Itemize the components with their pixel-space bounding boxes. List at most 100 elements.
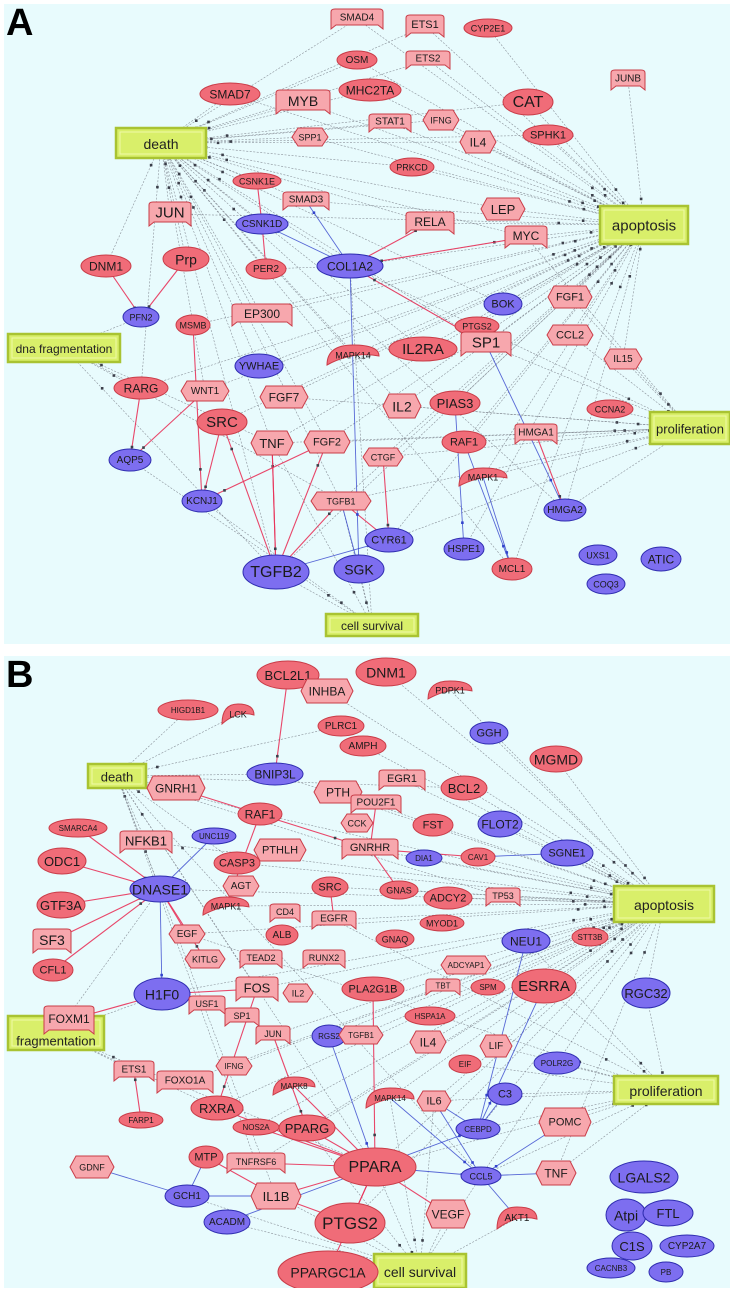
gene-node-dnm1[interactable]: DNM1 [355, 657, 417, 687]
gene-node-egf[interactable]: EGF [168, 924, 206, 944]
gene-node-mapk1[interactable]: MAPK1 [458, 467, 508, 487]
gene-node-cyp2a7[interactable]: CYP2A7 [659, 1234, 715, 1258]
gene-node-tp53[interactable]: TP53 [485, 887, 521, 908]
gene-node-tbt[interactable]: TBT [425, 978, 461, 997]
gene-node-fos[interactable]: FOS [235, 976, 279, 1003]
gene-node-kitlg[interactable]: KITLG [184, 949, 226, 969]
gene-node-bnip3l[interactable]: BNIP3L [246, 762, 304, 786]
gene-node-cfl1[interactable]: CFL1 [32, 958, 74, 982]
gene-node-mapk1[interactable]: MAPK1 [202, 896, 250, 916]
gene-node-sp1[interactable]: SP1 [460, 331, 512, 358]
gene-node-src[interactable]: SRC [311, 876, 349, 898]
gene-node-hmga2[interactable]: HMGA2 [543, 498, 587, 522]
gene-node-c3[interactable]: C3 [487, 1082, 523, 1106]
gene-node-junb[interactable]: JUNB [610, 69, 646, 92]
gene-node-adcy2[interactable]: ADCY2 [423, 886, 473, 910]
gene-node-ppara[interactable]: PPARA [333, 1147, 417, 1187]
gene-node-atpi[interactable]: Atpi [605, 1198, 647, 1232]
gene-node-pfn2[interactable]: PFN2 [122, 306, 160, 328]
process-node-apoptosis[interactable]: apoptosis [598, 204, 690, 246]
gene-node-foxo1a[interactable]: FOXO1A [156, 1070, 214, 1095]
gene-node-il6[interactable]: IL6 [416, 1090, 452, 1112]
gene-node-odc1[interactable]: ODC1 [37, 847, 87, 875]
gene-node-adcyap1[interactable]: ADCYAP1 [440, 955, 492, 975]
gene-node-prkcd[interactable]: PRKCD [389, 157, 435, 177]
gene-node-ptgs2[interactable]: PTGS2 [314, 1202, 386, 1244]
gene-node-plrc1[interactable]: PLRC1 [317, 715, 365, 737]
gene-node-ets1[interactable]: ETS1 [113, 1060, 155, 1083]
process-node-prolif[interactable]: proliferation [648, 410, 730, 446]
gene-node-cyr61[interactable]: CYR61 [364, 527, 414, 553]
gene-node-il4[interactable]: IL4 [409, 1030, 447, 1054]
gene-node-stat1[interactable]: STAT1 [368, 113, 412, 134]
gene-node-prp[interactable]: Prp [162, 246, 210, 272]
process-node-death[interactable]: death [86, 762, 148, 790]
gene-node-jun[interactable]: JUN [255, 1025, 291, 1046]
gene-node-ep300[interactable]: EP300 [231, 303, 293, 328]
gene-node-spm[interactable]: SPM [470, 978, 506, 996]
gene-node-sp1[interactable]: SP1 [224, 1007, 260, 1028]
gene-node-gnrh1[interactable]: GNRH1 [146, 775, 206, 801]
gene-node-polr2g[interactable]: POLR2G [533, 1051, 581, 1075]
gene-node-cacnb3[interactable]: CACNB3 [586, 1257, 636, 1279]
gene-node-nfkb1[interactable]: NFKB1 [119, 830, 173, 855]
gene-node-cyp2e1[interactable]: CYP2E1 [463, 18, 513, 38]
gene-node-ctgf[interactable]: CTGF [362, 447, 404, 467]
gene-node-gnaq[interactable]: GNAQ [375, 929, 415, 949]
gene-node-vegf[interactable]: VEGF [425, 1199, 471, 1229]
gene-node-bcl2l1[interactable]: BCL2L1 [256, 660, 320, 690]
gene-node-akt1[interactable]: AKT1 [496, 1206, 538, 1231]
gene-node-tnfrsf6[interactable]: TNFRSF6 [226, 1152, 286, 1175]
gene-node-il15[interactable]: IL15 [603, 348, 643, 370]
gene-node-bok[interactable]: BOK [483, 292, 523, 316]
gene-node-hspe1[interactable]: HSPE1 [443, 537, 485, 561]
gene-node-smad3[interactable]: SMAD3 [282, 191, 330, 212]
gene-node-raf1[interactable]: RAF1 [237, 802, 283, 826]
gene-node-hspa1a[interactable]: HSPA1A [404, 1006, 456, 1026]
gene-node-rarg[interactable]: RARG [113, 376, 169, 400]
gene-node-hmga1[interactable]: HMGA1 [514, 423, 558, 446]
gene-node-sgne1[interactable]: SGNE1 [540, 839, 594, 867]
gene-node-rela[interactable]: RELA [405, 211, 455, 236]
gene-node-pdpk1[interactable]: PDPK1 [427, 680, 473, 700]
gene-node-uxs1[interactable]: UXS1 [578, 544, 618, 566]
gene-node-rgc32[interactable]: RGC32 [621, 977, 671, 1009]
gene-node-pla2g1b[interactable]: PLA2G1B [341, 976, 405, 1002]
gene-node-smad7[interactable]: SMAD7 [199, 82, 261, 106]
gene-node-ifng[interactable]: IFNG [422, 109, 460, 131]
gene-node-pthlh[interactable]: PTHLH [253, 838, 307, 862]
gene-node-lep[interactable]: LEP [480, 197, 526, 221]
gene-node-amph[interactable]: AMPH [339, 735, 387, 757]
gene-node-tgfb2[interactable]: TGFB2 [242, 554, 310, 590]
gene-node-sgk[interactable]: SGK [333, 554, 385, 584]
gene-node-ftl[interactable]: FTL [642, 1199, 694, 1227]
gene-node-neu1[interactable]: NEU1 [501, 928, 551, 954]
gene-node-alb[interactable]: ALB [265, 924, 299, 946]
gene-node-foxm1[interactable]: FOXM1 [43, 1005, 95, 1036]
gene-node-mapk14[interactable]: MAPK14 [326, 344, 380, 366]
gene-node-per2[interactable]: PER2 [245, 258, 287, 280]
gene-node-coq3[interactable]: COQ3 [586, 573, 626, 595]
gene-node-mcl1[interactable]: MCL1 [491, 557, 533, 581]
gene-node-cat[interactable]: CAT [502, 88, 554, 116]
gene-node-spp1[interactable]: SPP1 [291, 127, 329, 147]
gene-node-smad4[interactable]: SMAD4 [330, 8, 384, 31]
gene-node-ccna2[interactable]: CCNA2 [586, 399, 634, 419]
process-node-survival[interactable]: cell survival [324, 612, 420, 638]
gene-node-farp1[interactable]: FARP1 [118, 1111, 164, 1129]
gene-node-cav1[interactable]: CAV1 [460, 847, 496, 867]
gene-node-wnt1[interactable]: WNT1 [180, 380, 230, 402]
gene-node-mapk8[interactable]: MAPK8 [272, 1076, 316, 1096]
gene-node-cck[interactable]: CCK [340, 813, 374, 833]
gene-node-myb[interactable]: MYB [275, 89, 331, 116]
gene-node-runx2[interactable]: RUNX2 [302, 949, 346, 970]
gene-node-mtp[interactable]: MTP [188, 1145, 224, 1169]
gene-node-stt3b[interactable]: STT3B [571, 927, 609, 947]
gene-node-lgals2[interactable]: LGALS2 [609, 1160, 679, 1194]
gene-node-raf1[interactable]: RAF1 [441, 430, 487, 454]
gene-node-ets1[interactable]: ETS1 [405, 14, 445, 39]
gene-node-il2ra[interactable]: IL2RA [388, 336, 458, 362]
gene-node-flot2[interactable]: FLOT2 [477, 810, 523, 838]
gene-node-unc119[interactable]: UNC119 [191, 827, 237, 845]
gene-node-higd1b1[interactable]: HIGD1B1 [157, 699, 219, 721]
